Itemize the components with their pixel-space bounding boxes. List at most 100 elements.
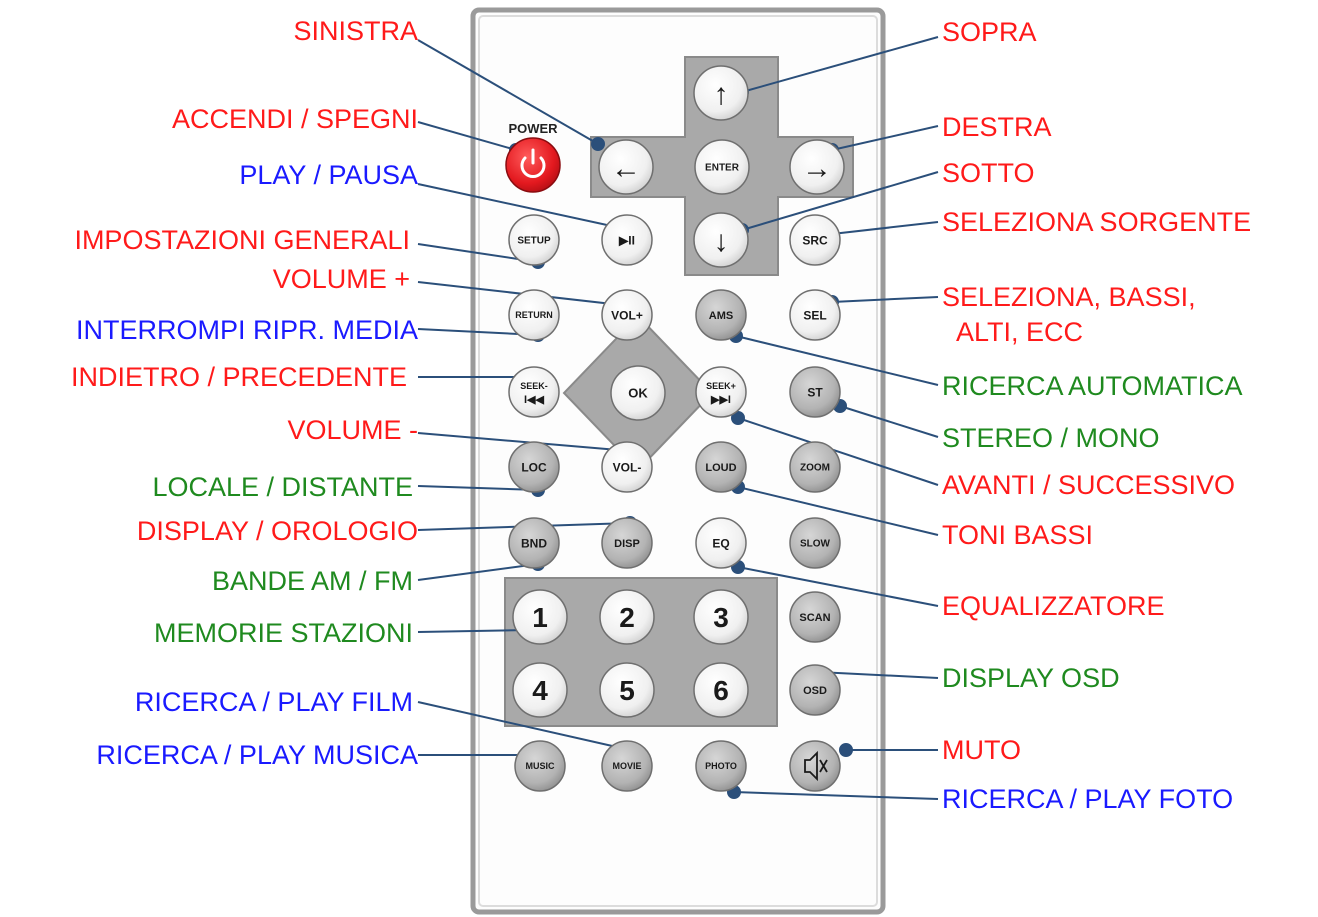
remote-body-inner — [478, 15, 878, 907]
src-button-label: SRC — [802, 233, 828, 247]
vol-plus-button-shape — [601, 289, 653, 341]
ams-button-label: AMS — [709, 310, 733, 322]
disp-button-shape — [601, 517, 653, 569]
label-interrompi: INTERROMPI RIPR. MEDIA — [75, 315, 418, 345]
label-volume-plus: VOLUME + — [272, 264, 410, 294]
seek-minus-button[interactable]: SEEK-I◀◀ — [508, 366, 560, 418]
number-2-button[interactable]: 2 — [599, 589, 655, 645]
return-button[interactable]: RETURN — [508, 289, 560, 341]
slow-button[interactable]: SLOW — [789, 517, 841, 569]
setup-button-shape — [508, 214, 560, 266]
music-button[interactable]: MUSIC — [514, 740, 566, 792]
music-button-label: MUSIC — [526, 761, 556, 771]
number-4-button-label: 4 — [532, 675, 548, 706]
number-4-button[interactable]: 4 — [512, 662, 568, 718]
up-arrow-button-shape — [693, 65, 749, 121]
eq-button[interactable]: EQ — [695, 517, 747, 569]
vol-minus-button[interactable]: VOL- — [601, 441, 653, 493]
vol-minus-button-shape — [601, 441, 653, 493]
scan-button-shape — [789, 591, 841, 643]
play-pause-button[interactable]: ▶II — [601, 214, 653, 266]
ams-button[interactable]: AMS — [695, 289, 747, 341]
speaker-mute-icon — [804, 750, 828, 782]
play-pause-button-shape — [601, 214, 653, 266]
zoom-button[interactable]: ZOOM — [789, 441, 841, 493]
label-impostazioni: IMPOSTAZIONI GENERALI — [74, 225, 410, 255]
label-play-film: RICERCA / PLAY FILM — [134, 687, 413, 717]
zoom-button-label: ZOOM — [800, 463, 830, 474]
right-arrow-button-label: → — [802, 152, 832, 185]
play-pause-button-label: ▶II — [618, 233, 635, 247]
src-button-shape — [789, 214, 841, 266]
label-equalizzatore: EQUALIZZATORE — [942, 591, 1165, 621]
enter-button-shape — [694, 139, 750, 195]
sel-button-shape — [789, 289, 841, 341]
power-button[interactable] — [505, 137, 561, 193]
label-avanti-successivo: AVANTI / SUCCESSIVO — [942, 470, 1236, 500]
scan-button[interactable]: SCAN — [789, 591, 841, 643]
enter-button[interactable]: ENTER — [694, 139, 750, 195]
power-caption: POWER — [508, 121, 558, 136]
number-6-button-shape — [693, 662, 749, 718]
label-sopra: SOPRA — [942, 17, 1037, 47]
label-stereo-mono: STEREO / MONO — [942, 423, 1160, 453]
src-button[interactable]: SRC — [789, 214, 841, 266]
bnd-button-shape — [508, 517, 560, 569]
slow-button-shape — [789, 517, 841, 569]
return-button-label: RETURN — [515, 310, 553, 320]
ok-button[interactable]: OK — [610, 365, 666, 421]
loud-button-shape — [695, 441, 747, 493]
osd-button[interactable]: OSD — [789, 664, 841, 716]
number-4-button-shape — [512, 662, 568, 718]
label-display-orologio: DISPLAY / OROLOGIO — [136, 516, 418, 546]
right-arrow-button[interactable]: → — [789, 139, 845, 195]
label-indietro: INDIETRO / PRECEDENTE — [70, 362, 407, 392]
number-3-button-shape — [693, 589, 749, 645]
label-ricerca-play-foto: RICERCA / PLAY FOTO — [942, 784, 1234, 814]
disp-button-label: DISP — [614, 538, 640, 550]
ams-button-shape — [695, 289, 747, 341]
down-arrow-button-shape — [693, 212, 749, 268]
number-3-button[interactable]: 3 — [693, 589, 749, 645]
number-6-button[interactable]: 6 — [693, 662, 749, 718]
setup-button[interactable]: SETUP — [508, 214, 560, 266]
photo-button[interactable]: PHOTO — [695, 740, 747, 792]
movie-button-label: MOVIE — [612, 761, 641, 771]
mute-button[interactable] — [789, 740, 841, 792]
seek-plus-button[interactable]: SEEK+▶▶I — [695, 366, 747, 418]
label-volume-minus: VOLUME - — [287, 415, 418, 445]
eq-button-shape — [695, 517, 747, 569]
loc-button-shape — [508, 441, 560, 493]
number-1-button[interactable]: 1 — [512, 589, 568, 645]
label-muto: MUTO — [942, 735, 1021, 765]
disp-button[interactable]: DISP — [601, 517, 653, 569]
sel-button[interactable]: SEL — [789, 289, 841, 341]
ok-button-label: OK — [628, 386, 648, 401]
number-1-button-label: 1 — [532, 602, 548, 633]
movie-button[interactable]: MOVIE — [601, 740, 653, 792]
label-bande-am-fm: BANDE AM / FM — [211, 566, 413, 596]
loc-button[interactable]: LOC — [508, 441, 560, 493]
sel-button-label: SEL — [803, 308, 826, 322]
loud-button[interactable]: LOUD — [695, 441, 747, 493]
music-button-shape — [514, 740, 566, 792]
mute-button-shape — [789, 740, 841, 792]
label-seleziona-bassi: SELEZIONA, BASSI, — [942, 282, 1196, 312]
movie-button-shape — [601, 740, 653, 792]
vol-plus-button-label: VOL+ — [611, 308, 643, 322]
down-arrow-button[interactable]: ↓ — [693, 212, 749, 268]
enter-button-label: ENTER — [705, 163, 740, 174]
osd-button-label: OSD — [803, 685, 827, 697]
seek-plus-button-symbol: ▶▶I — [710, 394, 731, 406]
number-5-button[interactable]: 5 — [599, 662, 655, 718]
up-arrow-button[interactable]: ↑ — [693, 65, 749, 121]
number-2-button-label: 2 — [619, 602, 635, 633]
vol-plus-button[interactable]: VOL+ — [601, 289, 653, 341]
left-arrow-button[interactable]: ← — [598, 139, 654, 195]
seek-minus-button-symbol: I◀◀ — [524, 394, 545, 406]
st-button[interactable]: ST — [789, 366, 841, 418]
bnd-button[interactable]: BND — [508, 517, 560, 569]
slow-button-label: SLOW — [800, 539, 831, 550]
